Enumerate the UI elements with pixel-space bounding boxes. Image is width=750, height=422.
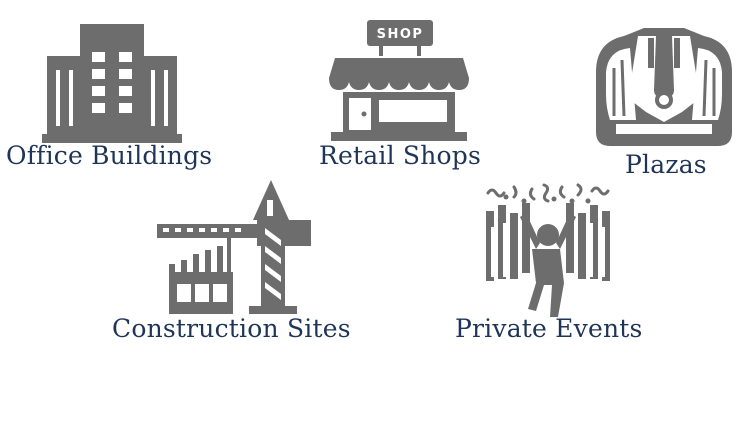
venue-label: Plazas [625, 150, 707, 179]
venue-private-events: Private Events [440, 175, 680, 355]
office-building-icon [42, 24, 182, 143]
venue-retail-shops: SHOP Retail Shops [300, 0, 520, 180]
venue-construction-sites: Construction Sites [100, 175, 380, 355]
construction-crane-icon [157, 180, 311, 314]
venue-office-buildings: Office Buildings [0, 0, 240, 180]
venue-plazas: Plazas [580, 0, 750, 180]
venue-label: Private Events [455, 314, 643, 343]
retail-shop-icon: SHOP [329, 20, 469, 141]
venue-label: Construction Sites [112, 314, 351, 343]
plaza-icon [596, 28, 732, 146]
venue-label: Retail Shops [319, 141, 482, 170]
venue-label: Office Buildings [6, 141, 213, 170]
crowd-party-icon [486, 183, 610, 317]
shop-sign-text: SHOP [377, 27, 424, 42]
